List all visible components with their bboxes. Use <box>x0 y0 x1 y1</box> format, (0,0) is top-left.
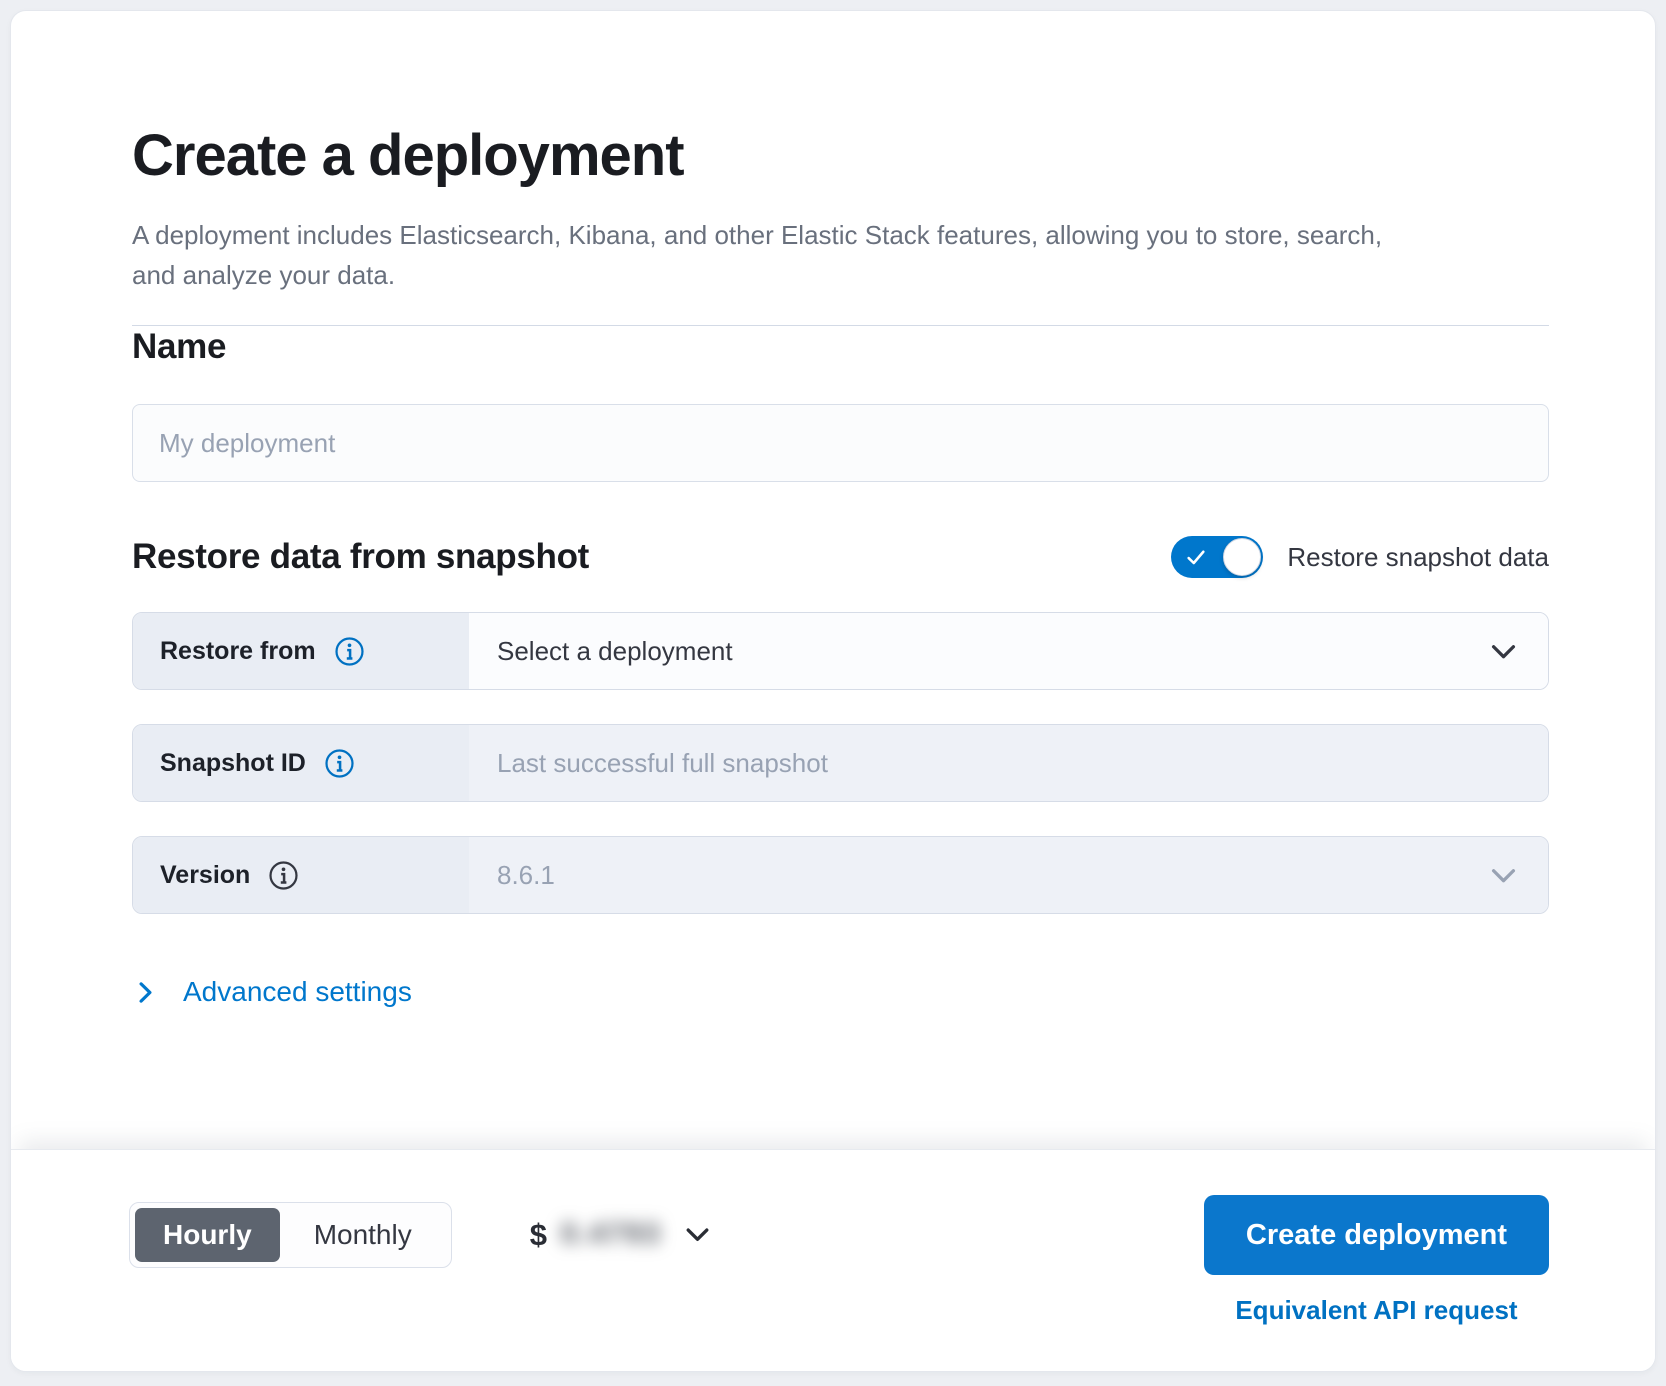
restore-toggle-label[interactable]: Restore snapshot data <box>1287 541 1549 572</box>
page-subtitle: A deployment includes Elasticsearch, Kib… <box>132 220 1383 290</box>
version-label-cell: Version <box>133 837 469 913</box>
snapshot-id-placeholder: Last successful full snapshot <box>497 747 828 778</box>
pricing-controls: Hourly Monthly $ 0.4793 <box>129 1201 713 1268</box>
chevron-down-icon <box>686 1228 709 1241</box>
info-icon[interactable] <box>268 860 299 891</box>
restore-section-heading: Restore data from snapshot <box>132 537 590 576</box>
version-label: Version <box>160 860 251 889</box>
advanced-settings-link[interactable]: Advanced settings <box>132 976 412 1008</box>
chevron-down-icon <box>1491 644 1516 658</box>
restore-from-row: Restore from Select a deployment <box>132 612 1549 690</box>
billing-interval-toggle: Hourly Monthly <box>129 1201 452 1268</box>
info-icon[interactable] <box>334 636 365 667</box>
snapshot-id-row: Snapshot ID Last successful full snapsho… <box>132 724 1549 802</box>
name-section-heading: Name <box>132 327 227 366</box>
billing-monthly-button[interactable]: Monthly <box>280 1208 446 1262</box>
restore-section-header-row: Restore data from snapshot Restore snaps… <box>132 536 1549 578</box>
create-deployment-card: Create a deployment A deployment include… <box>10 10 1656 1372</box>
version-row: Version 8.6.1 <box>132 836 1549 914</box>
price-currency-symbol: $ <box>529 1216 547 1252</box>
footer-actions: Create deployment Equivalent API request <box>1203 1195 1549 1326</box>
check-icon <box>1187 550 1205 565</box>
bottom-bar: Hourly Monthly $ 0.4793 Create deploymen… <box>11 1149 1655 1371</box>
restore-toggle-group: Restore snapshot data <box>1171 536 1549 578</box>
version-selected-value: 8.6.1 <box>497 859 555 890</box>
chevron-right-icon <box>139 981 152 1003</box>
version-select[interactable]: 8.6.1 <box>469 837 1548 913</box>
chevron-down-icon <box>1491 868 1516 882</box>
restore-from-label-cell: Restore from <box>133 613 469 689</box>
snapshot-id-label: Snapshot ID <box>160 748 306 777</box>
main-content: Create a deployment A deployment include… <box>11 11 1655 1149</box>
snapshot-id-label-cell: Snapshot ID <box>133 725 469 801</box>
billing-hourly-button[interactable]: Hourly <box>135 1207 280 1262</box>
price-amount-blurred: 0.4793 <box>560 1218 662 1250</box>
toggle-knob-icon <box>1223 538 1262 576</box>
snapshot-id-input[interactable]: Last successful full snapshot <box>469 725 1548 801</box>
create-deployment-button[interactable]: Create deployment <box>1203 1195 1549 1275</box>
restore-from-selected-value: Select a deployment <box>497 635 733 666</box>
restore-snapshot-toggle[interactable] <box>1171 536 1264 578</box>
info-icon[interactable] <box>324 748 355 779</box>
restore-from-select[interactable]: Select a deployment <box>469 613 1548 689</box>
page-title: Create a deployment <box>132 123 685 188</box>
header-divider <box>132 325 1549 326</box>
deployment-name-input[interactable] <box>132 404 1549 482</box>
equivalent-api-request-link[interactable]: Equivalent API request <box>1235 1295 1518 1325</box>
restore-from-label: Restore from <box>160 636 316 665</box>
advanced-settings-label: Advanced settings <box>183 976 412 1007</box>
price-dropdown[interactable]: $ 0.4793 <box>530 1217 713 1253</box>
